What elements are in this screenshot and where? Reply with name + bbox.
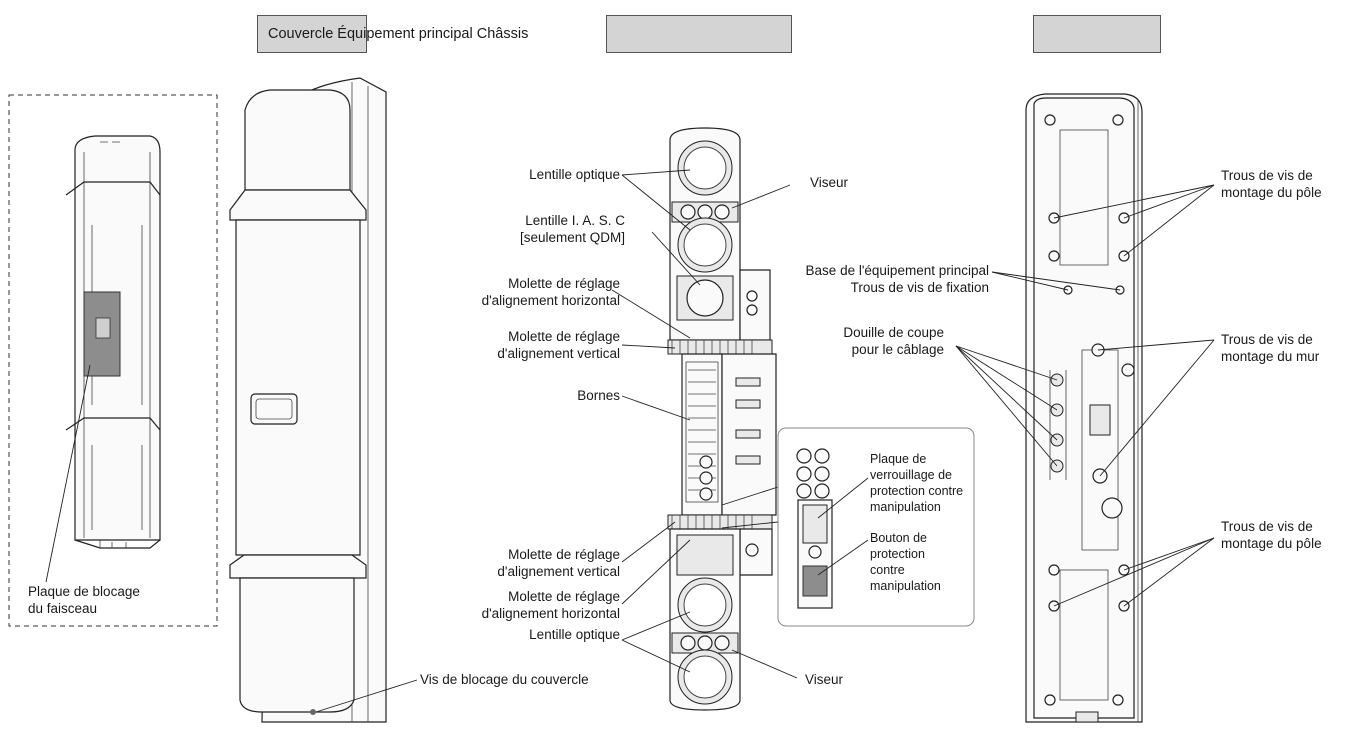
leader-viewfinder-bottom [731,649,798,679]
leader-tamper-button [817,539,869,576]
chassis-drawing [955,93,1215,723]
header-title: Couvercle Équipement principal Châssis [268,26,529,42]
chassis-header-box [1033,15,1161,53]
cover-header-box [257,15,367,53]
cover-screw-leader [315,679,418,713]
label-cover-screw: Vis de blocage du couvercle [420,672,589,687]
leader-tamper-plate [817,477,869,519]
leader-iasc [651,231,701,286]
leader-hknob-top [611,289,691,339]
leader-viewfinder-top [731,184,791,209]
inner-chassis-drawing [65,135,161,549]
leader-lens-bottom-1 [621,611,691,641]
label-optical-lens-top: Lentille optique [529,167,620,182]
equipment-header-box [606,15,792,53]
leader-lens-top-2 [621,174,691,231]
leader-lens-top-1 [621,169,691,176]
label-optical-lens-bottom: Lentille optique [529,627,620,642]
leader-vknob-top [621,344,676,349]
beam-plate-leader [45,364,91,583]
main-equipment-drawing [611,127,798,711]
tamper-detail-box [777,427,975,627]
label-terminals: Bornes [577,388,620,403]
label-viewfinder-top: Viseur [810,175,849,190]
cover-drawing [229,77,418,723]
leader-hknob-bottom [621,539,691,605]
leader-lens-bottom-2 [621,639,691,673]
label-iasc-lens: Lentille I. A. S. C[seulement QDM] [519,213,625,245]
leader-terminals [621,395,691,421]
leader-vknob-bottom [621,521,676,563]
label-viewfinder-bottom: Viseur [805,672,844,687]
detail-inset [8,94,218,627]
